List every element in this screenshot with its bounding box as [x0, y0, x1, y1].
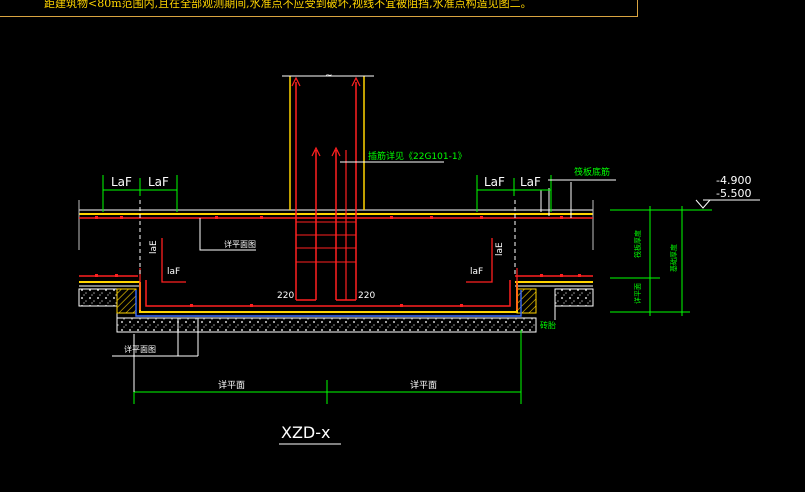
laf-dimensions-right: LaF LaF	[476, 175, 552, 212]
span-left-label: 详平面	[218, 379, 245, 391]
elev-bottom: -5.500	[716, 187, 751, 200]
laf-label-4: LaF	[520, 175, 541, 189]
rebar-dots	[95, 216, 581, 307]
laf-dimensions-left: LaF LaF	[102, 175, 178, 212]
detail-callout-2: 详平面图	[112, 318, 199, 357]
slab-bottom-left	[78, 275, 140, 320]
lae-left: laE	[149, 240, 159, 254]
anchor-callout: 插筋详见《22G101-1》	[340, 150, 467, 163]
right-dim-3: 基础厚度	[669, 244, 678, 272]
laf-label-2: LaF	[148, 175, 169, 189]
right-dimensions: 筏板厚度 详平面 基础厚度	[610, 206, 690, 316]
right-dim-2: 详平面	[633, 283, 642, 304]
laf-label-1: LaF	[111, 175, 132, 189]
pit-section	[116, 268, 537, 333]
laf-label-3: LaF	[484, 175, 505, 189]
svg-text:~: ~	[325, 71, 333, 81]
detail-callout-1: 详平面图	[199, 218, 256, 251]
top-note-frame: 距建筑物<80m范围内,且在全部观测期间,水准点不应受到破坏,视线不宜被阻挡,水…	[0, 0, 638, 17]
bottom-span-dimension: 详平面 详平面	[133, 330, 522, 404]
drawing-title: XZD-x	[281, 423, 330, 442]
right-label: 砖胎	[540, 320, 556, 330]
span-right-label: 详平面	[410, 379, 437, 391]
slab-bottom-right	[515, 275, 594, 320]
top-note-text: 距建筑物<80m范围内,且在全部观测期间,水准点不应受到破坏,视线不宜被阻挡,水…	[44, 0, 532, 10]
side-rebar	[139, 182, 572, 283]
laf-bottom-left: laF	[167, 267, 180, 277]
detail-plan-text-2: 详平面图	[124, 344, 156, 354]
raft-callout: 筏板底筋	[548, 166, 616, 181]
anchor-callout-text: 插筋详见《22G101-1》	[368, 150, 467, 162]
dim-220-right: 220	[358, 291, 375, 301]
elev-top: -4.900	[716, 174, 751, 187]
laf-bottom-right: laF	[470, 267, 483, 277]
elevation-marker: -4.900 -5.500	[610, 174, 760, 211]
lae-right: laE	[495, 242, 505, 256]
right-dim-1: 筏板厚度	[633, 230, 642, 258]
raft-callout-text: 筏板底筋	[574, 166, 610, 178]
detail-plan-text-1: 详平面图	[224, 239, 256, 249]
column-rebar: ~	[282, 71, 374, 301]
dim-220-left: 220	[277, 291, 294, 301]
